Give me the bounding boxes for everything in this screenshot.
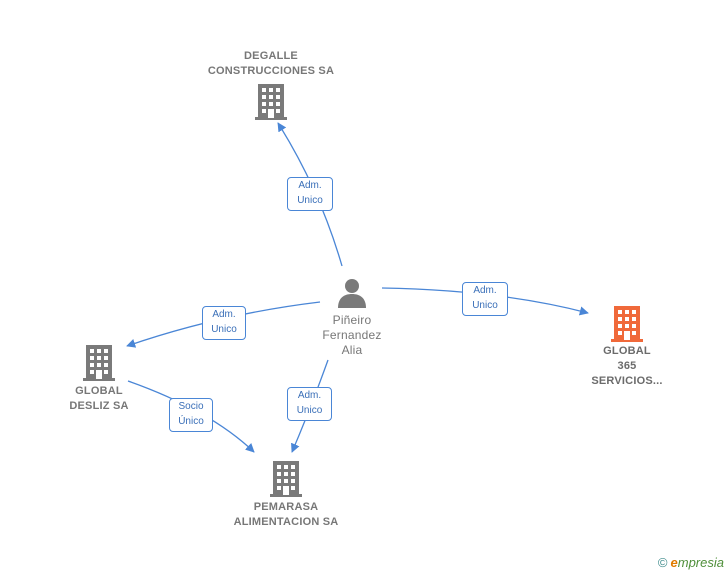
copyright-icon: © bbox=[657, 555, 668, 570]
edge-label-to-globaldesliz[interactable]: Adm. Unico bbox=[202, 306, 246, 340]
node-globaldesliz[interactable]: GLOBAL DESLIZ SA bbox=[53, 345, 145, 414]
node-degalle-name: DEGALLE CONSTRUCCIONES SA bbox=[207, 50, 335, 77]
node-person-name: Piñeiro Fernandez Alia bbox=[322, 313, 382, 357]
node-pemarasa-name: PEMARASA ALIMENTACION SA bbox=[233, 501, 339, 528]
brand-footer: ©empresia bbox=[658, 555, 724, 570]
person-icon bbox=[338, 279, 366, 308]
node-person[interactable]: Piñeiro Fernandez Alia bbox=[306, 278, 398, 358]
edge-label-to-pemarasa[interactable]: Adm. Unico bbox=[287, 387, 332, 421]
node-global365[interactable]: GLOBAL 365 SERVICIOS... bbox=[577, 306, 677, 389]
brand-logo-e: e bbox=[670, 555, 678, 570]
building-icon bbox=[255, 84, 287, 120]
node-degalle[interactable]: DEGALLE CONSTRUCCIONES SA bbox=[195, 49, 347, 120]
node-global365-name: GLOBAL 365 SERVICIOS... bbox=[591, 345, 663, 387]
node-globaldesliz-name: GLOBAL DESLIZ SA bbox=[69, 385, 129, 412]
brand-logo-text: mpresia bbox=[677, 555, 724, 570]
edge-label-desliz-to-pemarasa[interactable]: Socio Único bbox=[169, 398, 213, 432]
building-icon bbox=[270, 461, 302, 497]
edge-label-to-degalle[interactable]: Adm. Unico bbox=[287, 177, 333, 211]
building-icon bbox=[611, 306, 643, 342]
building-icon bbox=[83, 345, 115, 381]
node-pemarasa[interactable]: PEMARASA ALIMENTACION SA bbox=[210, 461, 362, 530]
edge-label-to-global365[interactable]: Adm. Unico bbox=[462, 282, 508, 316]
